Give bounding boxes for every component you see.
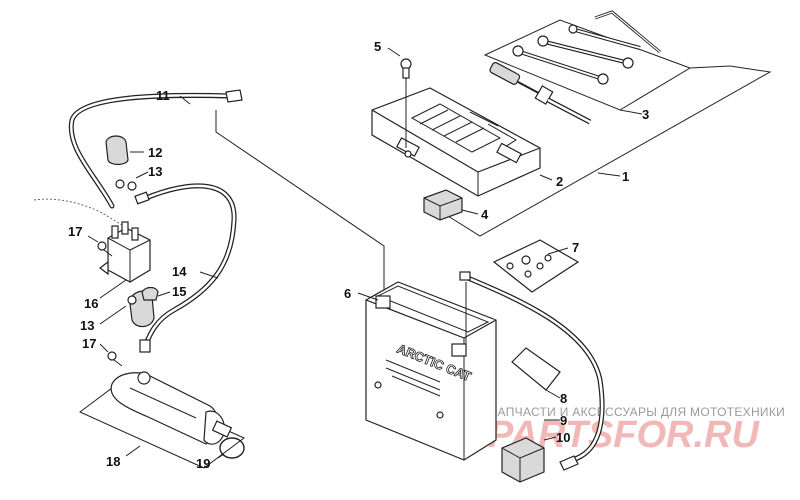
callout-6: 6: [344, 286, 351, 301]
battery-cable-right: [459, 271, 605, 471]
starter-motor: [79, 371, 245, 469]
tool-kit: 3: [483, 10, 692, 125]
callout-14: 14: [172, 264, 187, 279]
tray-screw: [400, 58, 412, 148]
battery: ARCTIC CAT: [365, 281, 497, 461]
callout-12: 12: [148, 145, 162, 160]
callout-5: 5: [374, 39, 381, 54]
callout-10: 10: [556, 430, 570, 445]
screw-17-lower: [107, 351, 123, 367]
callout-3: 3: [642, 107, 649, 122]
nuts-13-upper: [115, 179, 137, 191]
screw-17-upper: [97, 241, 113, 257]
tool-socket-handle: [534, 85, 592, 125]
callout-13b: 13: [80, 318, 94, 333]
tool-wrench-2: [537, 35, 634, 69]
callout-15: 15: [172, 284, 186, 299]
callout-16: 16: [84, 296, 98, 311]
tool-wrench-3: [568, 24, 641, 50]
tool-tray: [371, 87, 541, 197]
callout-17a: 17: [68, 224, 82, 239]
callout-19: 19: [196, 456, 210, 471]
callout-13a: 13: [148, 164, 162, 179]
tool-hex-key: [594, 10, 661, 54]
wire-harness: [33, 198, 127, 229]
callout-18: 18: [106, 454, 120, 469]
callout-7: 7: [572, 240, 579, 255]
cable-14: [134, 183, 237, 353]
callout-4: 4: [481, 207, 489, 222]
o-ring: [219, 437, 245, 459]
nuts-13-lower: [127, 295, 137, 305]
watermark-tagline: ЗАПЧАСТИ И АКСЕССУАРЫ ДЛЯ МОТОТЕХНИКИ: [490, 405, 785, 419]
callout-9: 9: [560, 413, 567, 428]
starter-solenoid: [99, 221, 151, 283]
foam-block: [501, 437, 545, 483]
terminal-boot-15: [129, 286, 159, 328]
tool-wrench-1: [512, 45, 609, 85]
callout-11: 11: [156, 88, 170, 103]
foam-pad: [423, 189, 463, 221]
cable-11: [68, 89, 243, 209]
battery-pad: [511, 347, 561, 391]
assembly-bracket-1: 1: [447, 65, 772, 237]
callout-1: 1: [622, 169, 629, 184]
callout-2: 2: [556, 174, 563, 189]
hardware-kit: [492, 239, 580, 293]
callout-17b: 17: [82, 336, 96, 351]
terminal-boot-12: [105, 135, 129, 166]
callout-8: 8: [560, 391, 567, 406]
